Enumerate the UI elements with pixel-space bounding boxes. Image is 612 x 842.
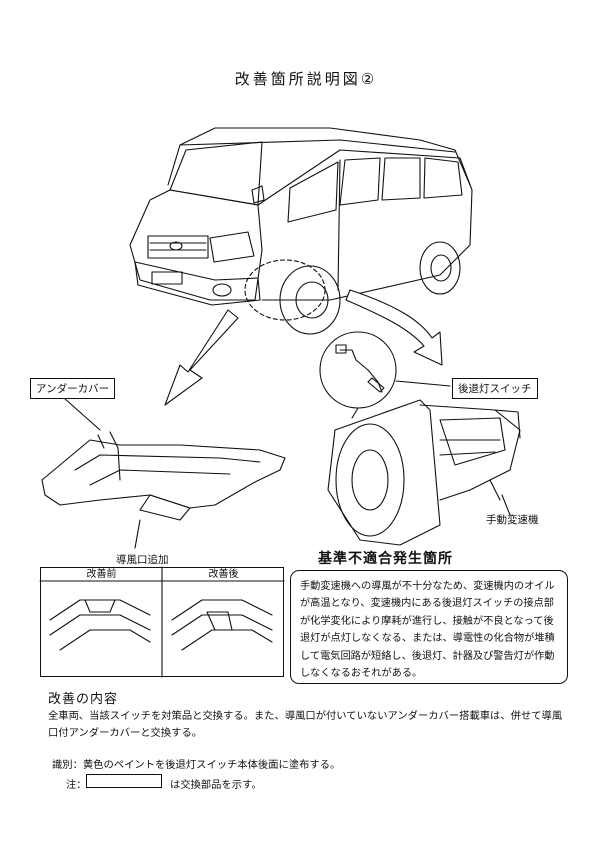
under-cover-illustration xyxy=(41,389,286,549)
nonconformity-heading: 基準不適合発生箇所 xyxy=(318,551,453,567)
reverse-lamp-switch-label: 後退灯スイッチ xyxy=(452,378,538,399)
note-text: は交換部品を示す。 xyxy=(170,779,262,791)
transmission-illustration xyxy=(327,399,521,546)
nonconformity-text: 手動変速機への導風が不十分なため、変速機内のオイルが高温となり、変速機内にある後… xyxy=(300,581,555,680)
replacement-part-legend-box xyxy=(86,774,162,788)
before-header: 改善前 xyxy=(86,569,117,580)
improvement-text: 全車両、当該スイッチを対策品と交換する。また、導風口が付いていないアンダーカバー… xyxy=(48,710,563,739)
under-cover-label: アンダーカバー xyxy=(30,378,116,399)
nonconformity-box: 手動変速機への導風が不十分なため、変速機内のオイルが高温となり、変速機内にある後… xyxy=(290,570,568,684)
note-label: 注： xyxy=(66,779,87,791)
manual-transmission-label: 手動変速機 xyxy=(486,514,539,526)
van-illustration xyxy=(129,127,473,335)
page-title: 改善箇所説明図② xyxy=(234,70,378,88)
improvement-heading: 改善の内容 xyxy=(48,692,119,707)
after-header: 改善後 xyxy=(208,569,239,580)
arrow-to-switch xyxy=(345,289,443,366)
vent-added-label: 導風口追加 xyxy=(116,554,169,566)
arrow-to-under-cover xyxy=(164,309,239,406)
comparison-table-lines xyxy=(39,566,285,678)
switch-callout xyxy=(319,331,451,419)
identification-text: 識別：黄色のペイントを後退灯スイッチ本体後面に塗布する。 xyxy=(52,759,341,771)
comparison-table: 改善前 改善後 xyxy=(40,567,284,677)
